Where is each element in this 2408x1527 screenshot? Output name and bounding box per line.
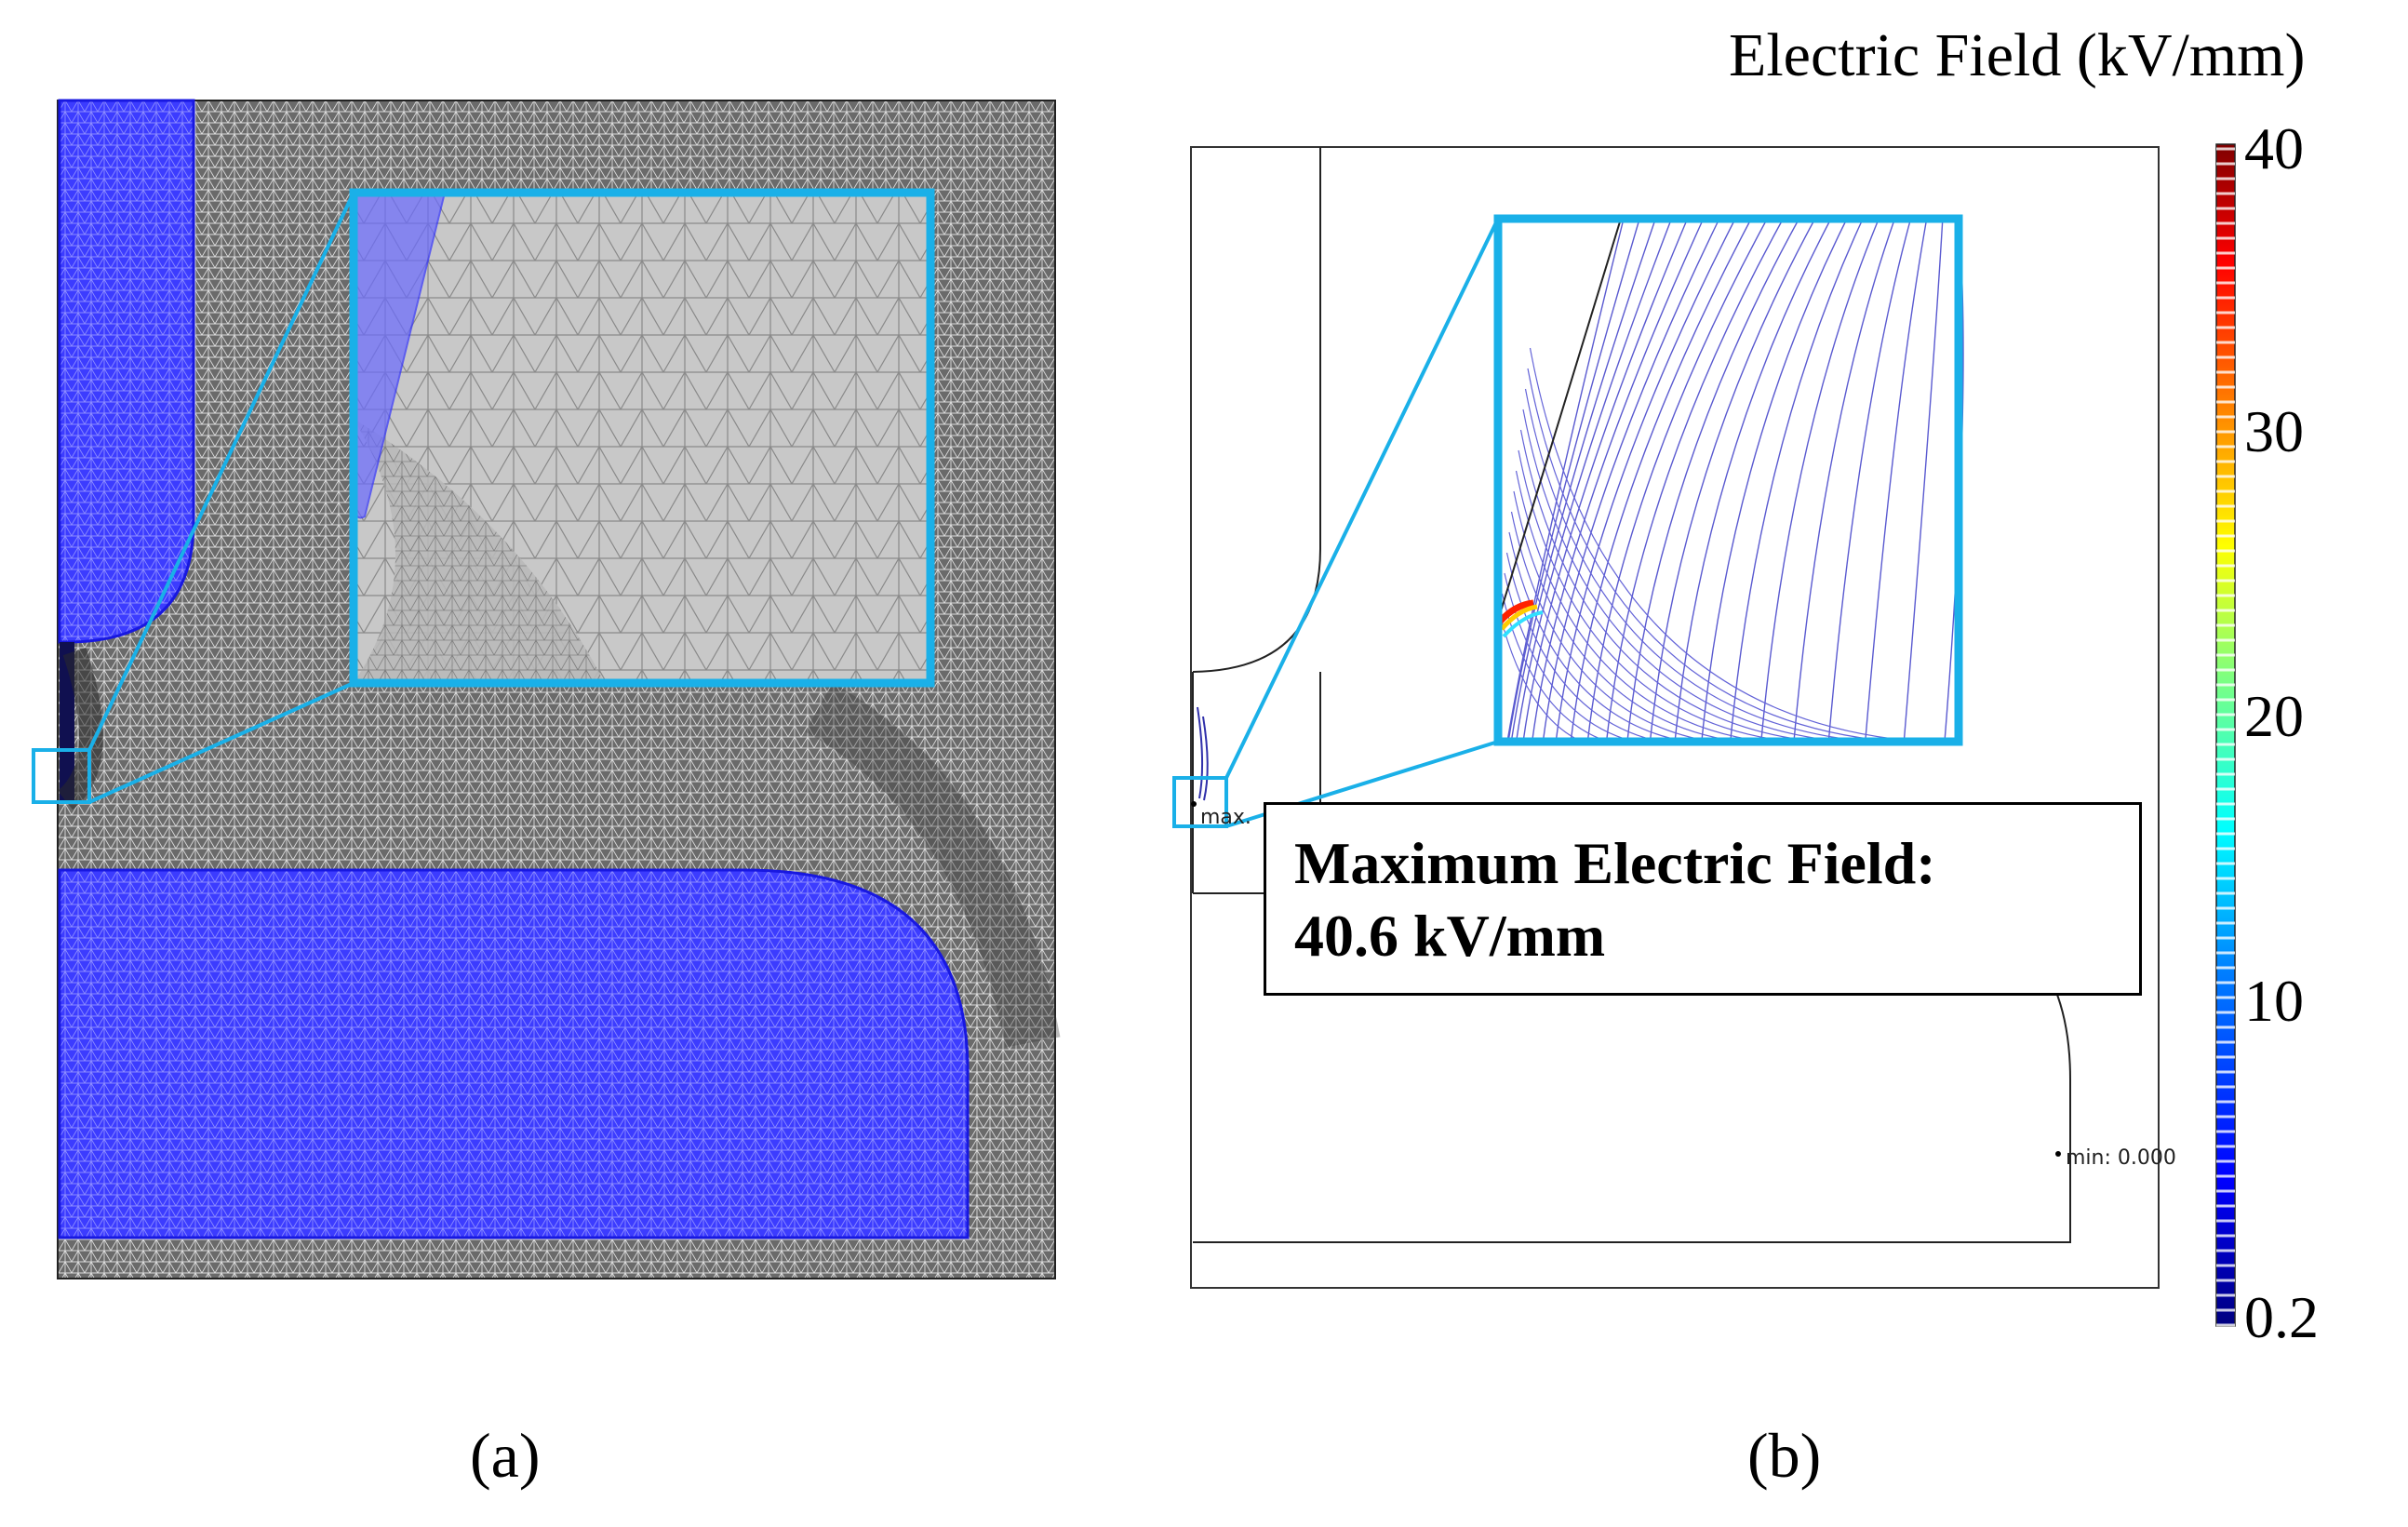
field-line (1605, 218, 1785, 743)
field-line (1522, 218, 1689, 743)
field-line (1865, 218, 1928, 743)
field-line (1570, 218, 1752, 743)
field-line (1827, 218, 1912, 743)
field-line (1507, 218, 1640, 743)
field-line (1522, 409, 1843, 743)
panel-b-field-view (1172, 143, 2236, 1327)
field-line (1730, 218, 1864, 743)
field-line (1519, 429, 1817, 743)
field-line (1760, 218, 1880, 743)
colorbar-tick-0-2: 0.2 (2244, 1284, 2319, 1350)
colorbar-tick-40: 40 (2244, 115, 2304, 181)
colorbar-title: Electric Field (kV/mm) (1729, 21, 2306, 89)
colorbar (2215, 143, 2236, 1327)
min-marker-label: min: 0.000 (2066, 1146, 2176, 1170)
field-line (1626, 218, 1800, 743)
field-line (1518, 449, 1791, 743)
zoom-inset-a (349, 188, 935, 688)
field-line (1555, 218, 1736, 743)
colorbar-tick-30: 30 (2244, 398, 2304, 464)
max-field-hotspot (1497, 599, 1534, 624)
callout-line-1: Maximum Electric Field: (1294, 830, 1936, 896)
callout-line-2: 40.6 kV/mm (1294, 903, 1606, 970)
colorbar-tick-20: 20 (2244, 683, 2304, 749)
zoom-source-box-a (32, 748, 91, 804)
field-line (1524, 388, 1869, 743)
max-field-callout: Maximum Electric Field: 40.6 kV/mm (1264, 802, 2142, 996)
field-line (1499, 613, 1583, 743)
field-line (1508, 531, 1687, 743)
zoom-inset-b (1493, 214, 1964, 746)
field-line (1649, 218, 1816, 743)
field-line (1510, 218, 1656, 743)
field-line (1793, 218, 1896, 743)
vertical-conductor-mesh (58, 99, 195, 644)
field-line (1515, 470, 1765, 743)
max-marker-label: max. (1200, 806, 1251, 829)
field-line (1506, 218, 1625, 743)
field-line (1531, 218, 1705, 743)
zoom-source-box-b (1172, 776, 1228, 828)
field-line (1513, 490, 1739, 743)
panel-a-mesh-view (32, 99, 1061, 1279)
colorbar-tick-10: 10 (2244, 968, 2304, 1034)
field-line (1529, 347, 1921, 743)
horizontal-conductor-mesh (58, 868, 970, 1239)
field-line (1542, 218, 1720, 743)
field-line (1527, 368, 1895, 743)
vertical-conductor-outline (1192, 147, 1321, 673)
field-line (1505, 552, 1661, 743)
field-line (1903, 218, 1944, 743)
field-line (1701, 218, 1848, 743)
field-line (1510, 511, 1713, 743)
field-line (1674, 218, 1832, 743)
panel-a-label: (a) (470, 1420, 541, 1491)
panel-b-label: (b) (1747, 1420, 1822, 1491)
